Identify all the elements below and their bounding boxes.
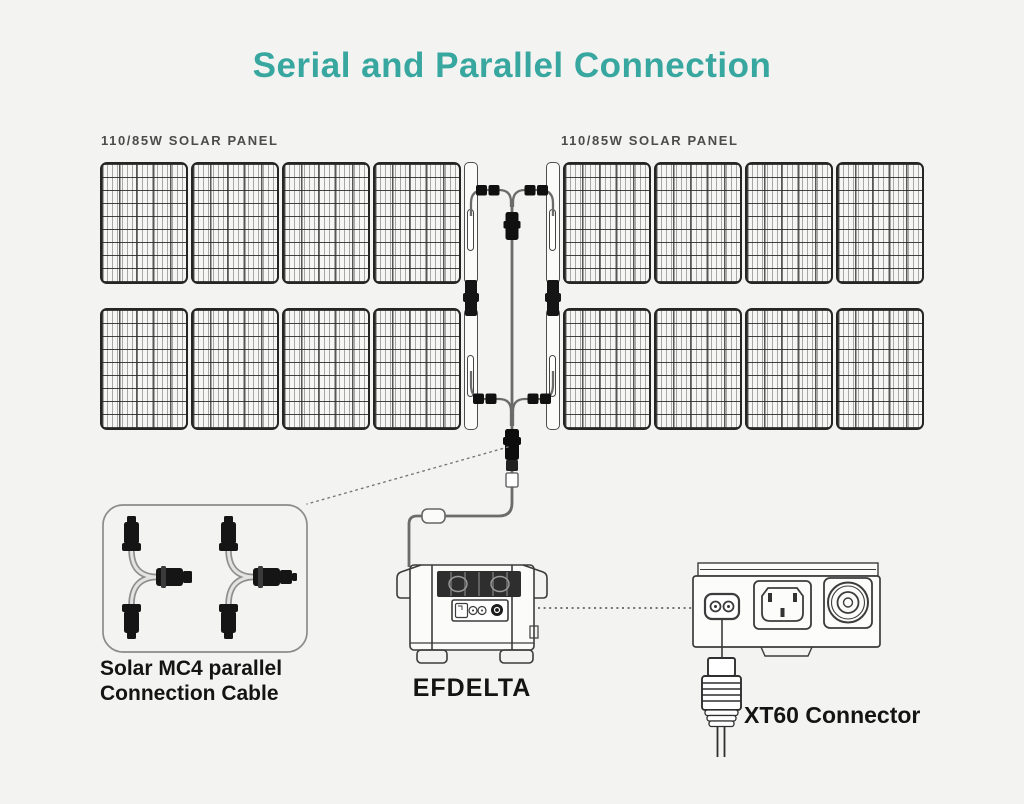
solar-panel (100, 162, 188, 284)
junction-slot (466, 209, 474, 251)
solar-panel (654, 162, 742, 284)
inline-connector-icon (503, 212, 521, 240)
solar-panel (191, 308, 279, 430)
callout-line (306, 446, 509, 505)
solar-panel-label-right: 110/85W SOLAR PANEL (561, 133, 739, 148)
inset-caption-line1: Solar MC4 parallel (100, 657, 283, 680)
solar-panel (745, 162, 833, 284)
junction-slot (548, 209, 556, 251)
xt60-connector-label: XT60 Connector (744, 702, 921, 728)
xt60-socket-icon (703, 592, 741, 621)
panel-junction-strip (464, 308, 478, 430)
panel-junction-strip (546, 308, 560, 430)
inset-caption-line2: Connection Cable (100, 682, 279, 705)
solar-panel (745, 308, 833, 430)
mc4-parallel-cable-icon (122, 516, 297, 639)
solar-panel-label-left: 110/85W SOLAR PANEL (101, 133, 279, 148)
solar-array-right (546, 162, 924, 430)
ac-inlet-icon (753, 580, 812, 630)
page-title: Serial and Parallel Connection (252, 46, 772, 85)
inset-caption: Solar MC4 parallel Connection Cable (100, 656, 282, 706)
ferrite-bead-icon (421, 508, 446, 524)
solar-panel (282, 162, 370, 284)
dc-round-port-icon (823, 577, 873, 629)
vent-grille-icon (437, 571, 521, 597)
panel-junction-strip (546, 162, 560, 284)
solar-panel (191, 162, 279, 284)
mc4-connector-pair-icon (473, 185, 551, 404)
solar-panel (836, 162, 924, 284)
input-ports-icon (451, 599, 509, 622)
solar-panel (563, 308, 651, 430)
junction-slot (548, 355, 556, 397)
solar-panel (654, 308, 742, 430)
solar-array-right-row-2 (546, 308, 924, 430)
xt60-plug-icon (701, 657, 742, 757)
power-station-label: EFDELTA (412, 674, 532, 702)
solar-panel (563, 162, 651, 284)
solar-array-left (100, 162, 478, 430)
output-connector-icon (503, 429, 521, 488)
inset-box (102, 504, 308, 653)
solar-panel (836, 308, 924, 430)
panel-junction-strip (464, 162, 478, 284)
solar-panel (373, 162, 461, 284)
junction-slot (466, 355, 474, 397)
efdelta-drawing (396, 564, 548, 664)
solar-array-right-row-1 (546, 162, 924, 284)
solar-panel (373, 308, 461, 430)
solar-panel (100, 308, 188, 430)
solar-panel (282, 308, 370, 430)
solar-array-left-row-1 (100, 162, 478, 284)
solar-array-left-row-2 (100, 308, 478, 430)
xt60-panel-drawing (692, 562, 881, 658)
